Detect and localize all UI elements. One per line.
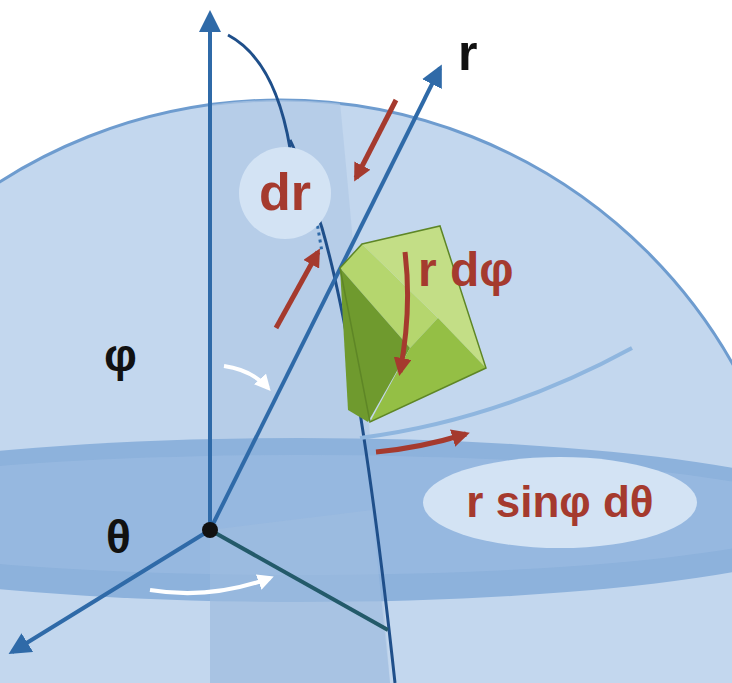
arc-length-label: r dφ (418, 244, 514, 297)
dr-bubble: dr (239, 147, 331, 239)
arc-length-ellipse: r sinφ dθ (423, 457, 697, 548)
angle-label: φ (104, 330, 137, 381)
node-text: r sinφ dθ (466, 478, 653, 526)
node-outline (423, 457, 697, 548)
angle-label: θ (106, 512, 131, 563)
node-text: dr (259, 164, 311, 221)
node-outline (239, 147, 331, 239)
axis-label: r (458, 26, 477, 81)
